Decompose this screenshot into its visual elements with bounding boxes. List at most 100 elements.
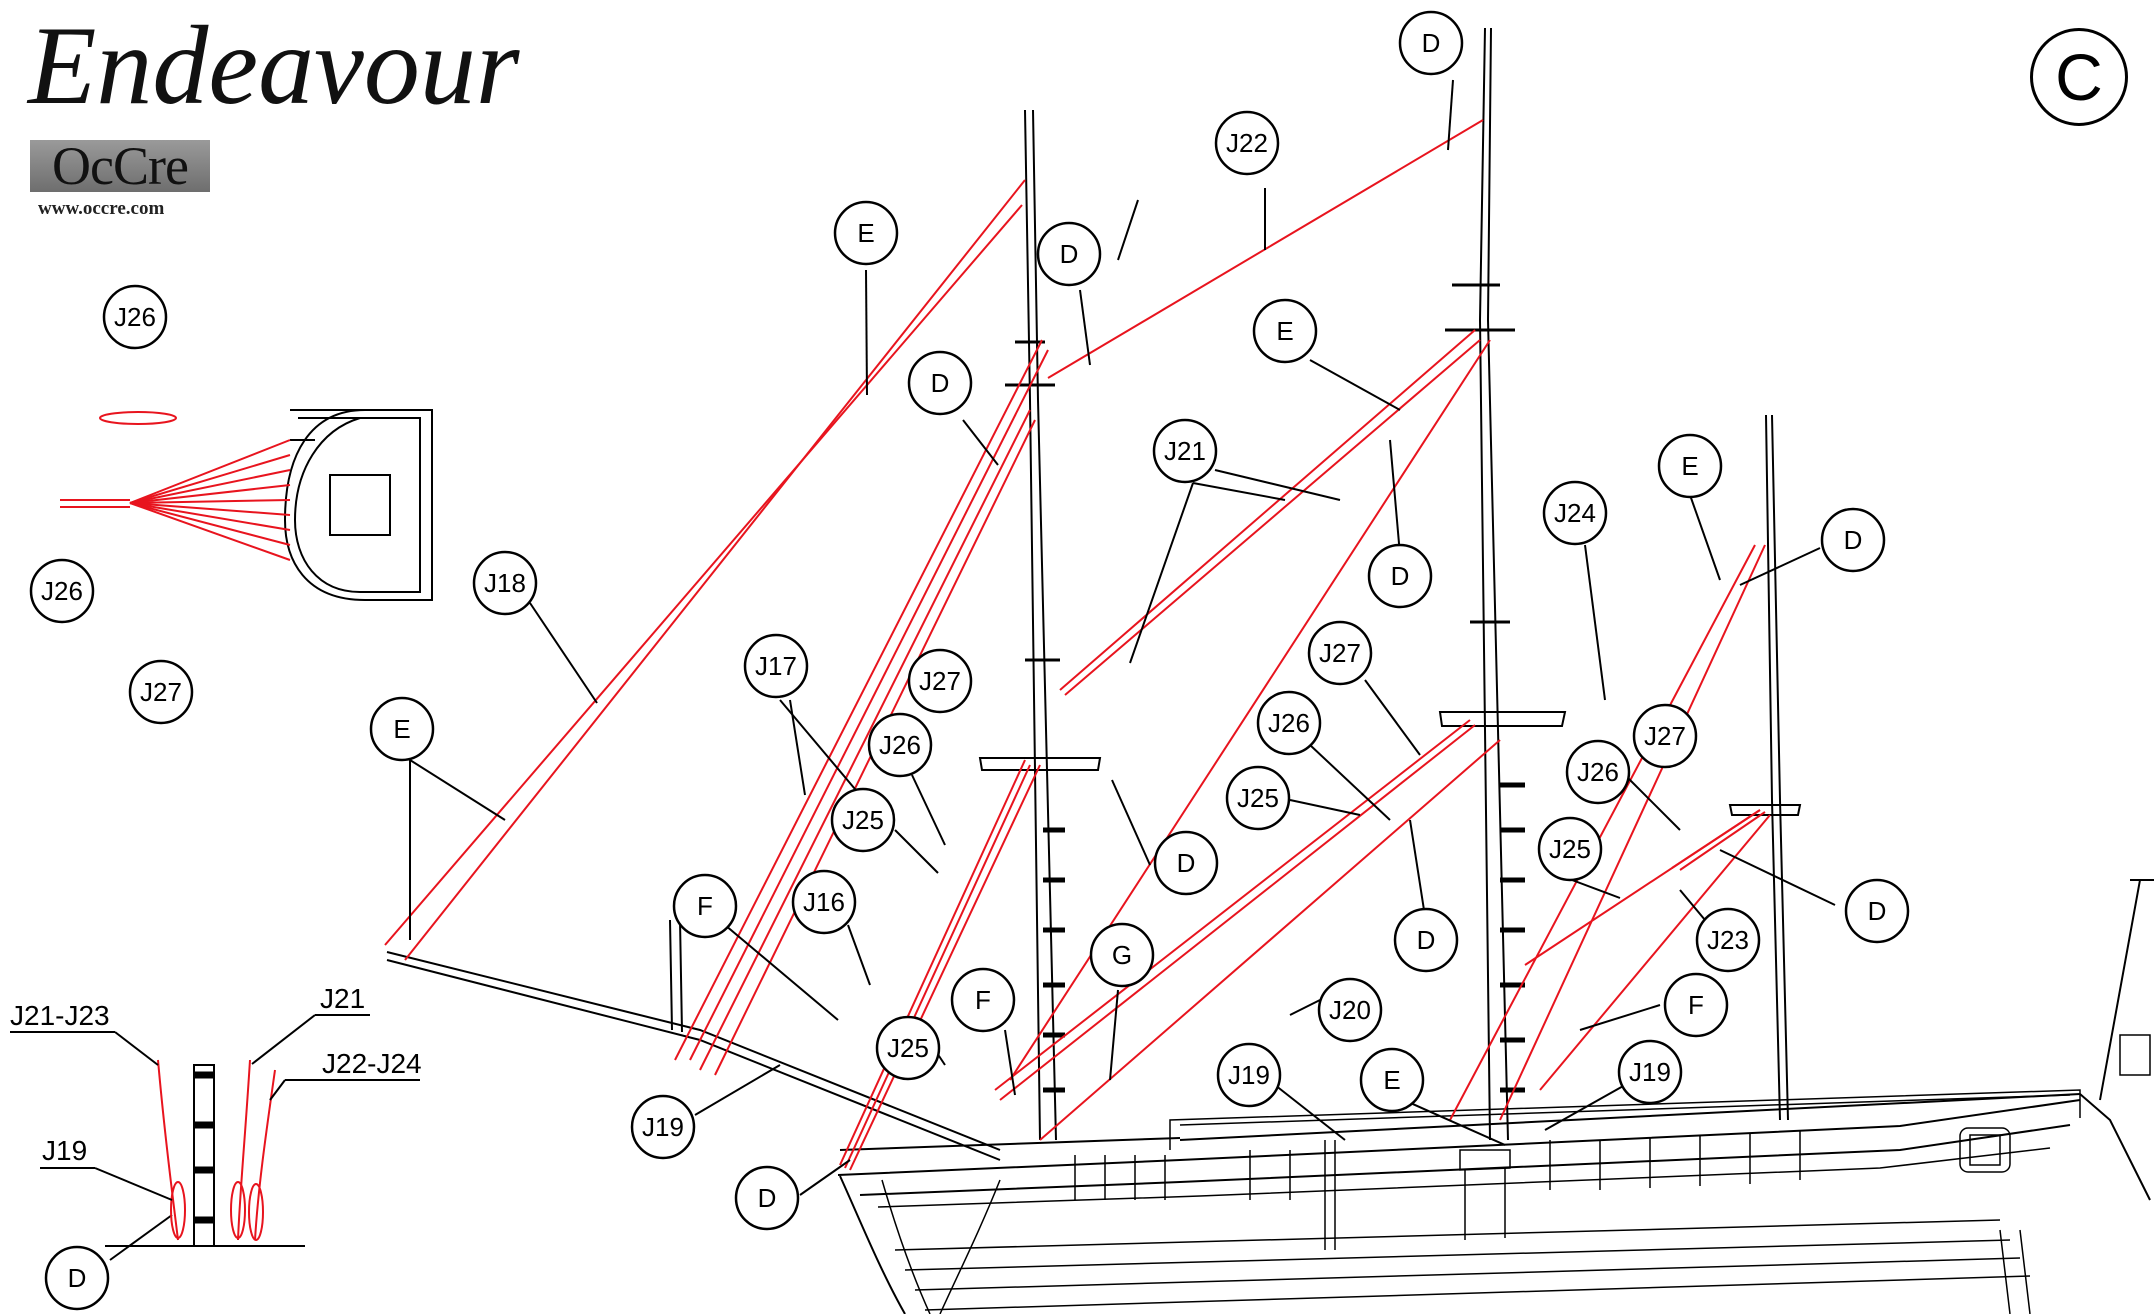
leader-line-35: [1289, 999, 1321, 1016]
label-j22-j24: J22-J24: [322, 1048, 422, 1079]
svg-text:F: F: [975, 985, 991, 1015]
leader-line-1: [1192, 482, 1286, 501]
rigging-line-13: [994, 719, 1471, 1091]
svg-text:J25: J25: [1237, 783, 1279, 813]
svg-text:E: E: [393, 714, 410, 744]
callout-j26: J26: [867, 712, 933, 778]
svg-text:D: D: [758, 1183, 777, 1213]
rigging-line-15: [1039, 739, 1501, 1141]
rigging-line-14: [999, 724, 1476, 1101]
svg-text:J26: J26: [1268, 708, 1310, 738]
leader-line-16: [779, 699, 861, 796]
logo-url: www.occre.com: [38, 198, 165, 219]
callout-j26: J26: [102, 284, 168, 350]
leader-line-37: [694, 1064, 781, 1116]
belaying-detail: J21-J23 J21 J22-J24 J19: [10, 983, 422, 1247]
svg-text:D: D: [1417, 925, 1436, 955]
callout-j18: J18: [472, 550, 538, 616]
callout-j21: J21: [1152, 418, 1218, 484]
callout-d: D: [44, 1245, 110, 1311]
callout-j25: J25: [1537, 816, 1603, 882]
svg-text:D: D: [68, 1263, 87, 1293]
svg-text:J26: J26: [879, 730, 921, 760]
label-j21: J21: [320, 983, 365, 1014]
svg-text:F: F: [697, 891, 713, 921]
svg-text:J19: J19: [642, 1112, 684, 1142]
svg-text:D: D: [1391, 561, 1410, 591]
callout-j27: J27: [128, 659, 194, 725]
rigging-line-12: [849, 764, 1041, 1171]
callout-d: D: [1820, 507, 1886, 573]
svg-text:J25: J25: [887, 1033, 929, 1063]
leader-line-8: [1309, 359, 1401, 411]
hull: [837, 1093, 2151, 1314]
leader-line-40: [1544, 1084, 1626, 1131]
callout-j26: J26: [29, 558, 95, 624]
callout-j19: J19: [1216, 1042, 1282, 1108]
top-detail: [60, 409, 433, 601]
callout-j19: J19: [1617, 1039, 1683, 1105]
svg-text:J26: J26: [41, 576, 83, 606]
callout-j22: J22: [1214, 110, 1280, 176]
callout-j17: J17: [743, 633, 809, 699]
masts: [978, 27, 2154, 1141]
rigging-lines: [384, 119, 1771, 1171]
svg-text:J21: J21: [1164, 436, 1206, 466]
leader-line-30: [847, 924, 871, 986]
leader-line-28: [1719, 849, 1836, 906]
fan-line-6: [129, 502, 291, 531]
callout-j23: J23: [1695, 907, 1761, 973]
fan-line-0: [129, 439, 291, 504]
callout-j19: J19: [630, 1094, 696, 1160]
callout-f: F: [672, 873, 738, 939]
fan-line-1: [129, 454, 291, 504]
svg-text:J25: J25: [842, 805, 884, 835]
svg-text:G: G: [1112, 940, 1132, 970]
callout-j24: J24: [1542, 480, 1608, 546]
callout-e: E: [1359, 1047, 1425, 1113]
leader-line-14: [529, 602, 598, 704]
svg-text:D: D: [931, 368, 950, 398]
callout-d: D: [1844, 878, 1910, 944]
leader-line-5: [865, 269, 868, 396]
ratlines: [1043, 782, 1525, 1093]
rigging-line-21: [1679, 811, 1766, 871]
callout-d: D: [907, 350, 973, 416]
svg-text:E: E: [1681, 451, 1698, 481]
leader-line-7: [962, 419, 999, 466]
rigging-line-17: [1499, 544, 1766, 1121]
callout-d: D: [1393, 907, 1459, 973]
occre-logo: OcCre: [30, 136, 210, 196]
svg-text:J27: J27: [919, 666, 961, 696]
callout-j20: J20: [1317, 977, 1383, 1043]
callout-d: D: [1367, 543, 1433, 609]
svg-text:E: E: [1383, 1065, 1400, 1095]
callout-j25: J25: [830, 787, 896, 853]
rigging-line-3: [689, 349, 1049, 1061]
label-j19: J19: [42, 1135, 87, 1166]
fan-line-2: [129, 469, 291, 504]
leader-line-6: [1079, 289, 1091, 366]
svg-text:D: D: [1177, 848, 1196, 878]
svg-text:J26: J26: [114, 302, 156, 332]
rigging-line-0: [384, 204, 1023, 946]
svg-text:J17: J17: [755, 651, 797, 681]
svg-text:D: D: [1844, 525, 1863, 555]
callout-j27: J27: [1307, 620, 1373, 686]
fan-line-3: [129, 484, 291, 504]
leader-lines: [109, 79, 1836, 1261]
leader-line-24: [894, 829, 939, 874]
deck-details: [1074, 1034, 2151, 1200]
model-title: Endeavour: [28, 4, 520, 128]
leader-line-2: [1117, 199, 1139, 261]
rigging-line-20: [1671, 809, 1761, 869]
callout-d: D: [1153, 830, 1219, 896]
callout-j27: J27: [1632, 703, 1698, 769]
leader-line-20: [911, 774, 946, 846]
svg-text:F: F: [1688, 990, 1704, 1020]
svg-text:J24: J24: [1554, 498, 1596, 528]
leader-line-27: [1409, 819, 1425, 911]
rigging-line-2: [674, 339, 1043, 1061]
svg-text:J19: J19: [1629, 1057, 1671, 1087]
